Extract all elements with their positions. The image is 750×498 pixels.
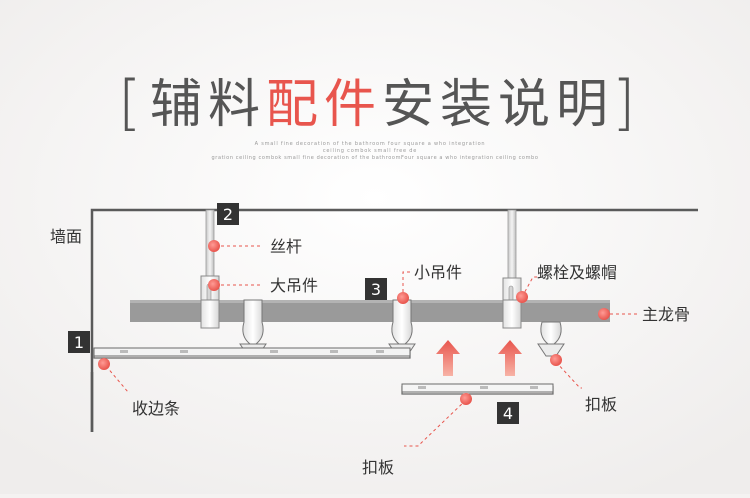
title-char-7: 说 [498,75,550,135]
edge-strip-panel [93,347,411,359]
title-group: [ 辅 料 配 件 安 装 说 明 ] A small fine decorat… [118,68,635,161]
title-char-4: 件 [324,75,376,135]
step-marker-4: 4 [497,402,519,424]
subtitle-line-3: gration ceiling combok small fine decora… [212,155,539,161]
subtitle-line-2: ceiling combok small free de [323,148,417,154]
dot-edge-strip [98,358,110,370]
title-char-5: 安 [382,75,434,135]
label-small-hanger: 小吊件 [414,263,462,282]
arrow-up-right [498,340,522,376]
clip-panel-loose [401,383,554,395]
dot-large-hanger [208,279,220,291]
title-char-3: 配 [266,75,318,135]
step-3-label: 3 [371,280,381,299]
step-marker-1: 1 [68,331,90,353]
label-bolt-cap: 螺栓及螺帽 [537,263,617,282]
title-char-6: 装 [440,75,492,135]
dot-small-hanger [397,292,409,304]
step-marker-2: 2 [217,203,239,225]
leader-small-hanger [402,271,412,298]
title-open-bracket: [ [118,68,141,138]
large-hanger-left-front [200,299,220,329]
dot-main-keel [598,308,610,320]
label-large-hanger: 大吊件 [270,276,318,295]
main-keel-bar-highlight [130,300,610,303]
wall-frame [90,208,698,432]
label-clip-panel-right: 扣板 [585,395,617,414]
threaded-rod-right [507,209,517,283]
title-char-8: 明 [556,75,608,135]
step-2-label: 2 [223,205,233,224]
arrow-up-left [436,340,460,376]
dot-bolt-cap [516,291,528,303]
leader-bolt-cap [521,276,538,298]
label-clip-panel-bottom: 扣板 [362,458,394,477]
dot-clip-panel-bottom [460,393,472,405]
title-char-1: 辅 [150,75,202,135]
small-hanger-3 [537,321,565,357]
large-hanger-right-front [502,299,522,329]
step-marker-3: 3 [365,278,387,300]
subtitle-line-1: A small fine decoration of the bathroom … [255,141,486,147]
leader-clip-panel-bottom [404,399,467,447]
label-edge-strip: 收边条 [132,399,180,418]
leader-clip-panel-right [555,361,582,389]
label-wall: 墙面 [50,227,82,246]
title-close-bracket: ] [612,68,635,138]
dot-clip-panel-right [550,354,562,366]
dot-threaded-rod [208,240,220,252]
leader-lines [105,245,638,447]
step-1-label: 1 [74,333,84,352]
title-char-2: 料 [208,75,260,135]
label-threaded-rod: 丝杆 [270,237,302,256]
step-4-label: 4 [503,404,513,423]
label-main-keel: 主龙骨 [642,305,690,324]
marker-dots [98,240,610,405]
